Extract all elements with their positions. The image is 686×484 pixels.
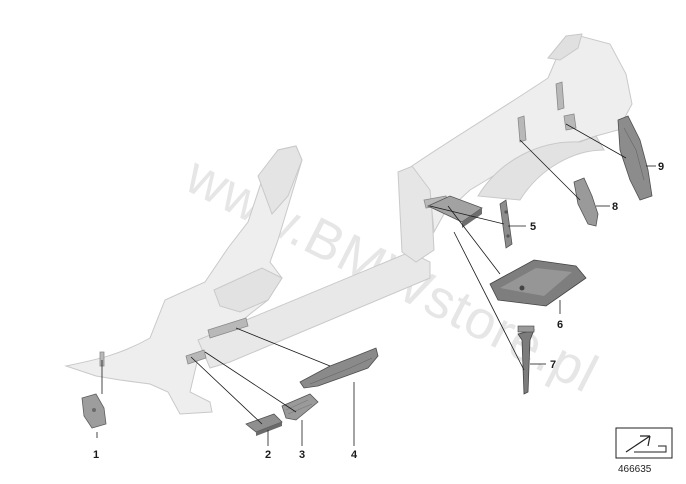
callout-8: 8 xyxy=(612,201,618,213)
leader-9 xyxy=(565,123,627,159)
part-5 xyxy=(499,199,513,249)
rear-wheel-arch xyxy=(477,135,605,201)
a-pillar-upper xyxy=(257,145,303,215)
bracket-front-sill xyxy=(207,317,249,339)
bracket-rear-1 xyxy=(517,115,527,143)
callout-5: 5 xyxy=(530,221,536,233)
rear-top-edge xyxy=(547,33,583,61)
bracket-rear-2 xyxy=(555,81,565,111)
part-8 xyxy=(573,177,599,227)
part-1 xyxy=(81,393,107,429)
callout-3: 3 xyxy=(299,449,305,461)
leader-7 xyxy=(453,231,525,371)
callout-9: 9 xyxy=(658,161,664,173)
callout-6: 6 xyxy=(557,319,563,331)
callout-4: 4 xyxy=(351,449,358,461)
callout-2: 2 xyxy=(265,449,271,461)
leader-3 xyxy=(204,351,297,413)
leader-6 xyxy=(447,205,501,275)
orientation-arrow-icon xyxy=(615,427,673,459)
part-7 xyxy=(517,325,535,395)
callout-1: 1 xyxy=(93,449,99,461)
callout-labels: 1 2 3 4 5 6 7 8 9 xyxy=(93,161,664,461)
part-9 xyxy=(617,115,653,201)
diagram-id: 466635 xyxy=(618,464,652,475)
bracket-rear-3 xyxy=(563,113,577,131)
part-3 xyxy=(281,393,319,421)
leader-2 xyxy=(190,356,263,425)
front-floor xyxy=(213,267,283,313)
leader-5 xyxy=(429,205,505,225)
leader-8 xyxy=(519,139,581,201)
bracket-front-low xyxy=(185,349,207,365)
part-6 xyxy=(489,259,587,307)
bracket-front-post xyxy=(99,351,105,367)
part-2 xyxy=(245,413,283,436)
leader-4 xyxy=(235,327,331,367)
leader-lines xyxy=(96,123,656,446)
part-4 xyxy=(299,347,379,389)
callout-7: 7 xyxy=(550,359,556,371)
